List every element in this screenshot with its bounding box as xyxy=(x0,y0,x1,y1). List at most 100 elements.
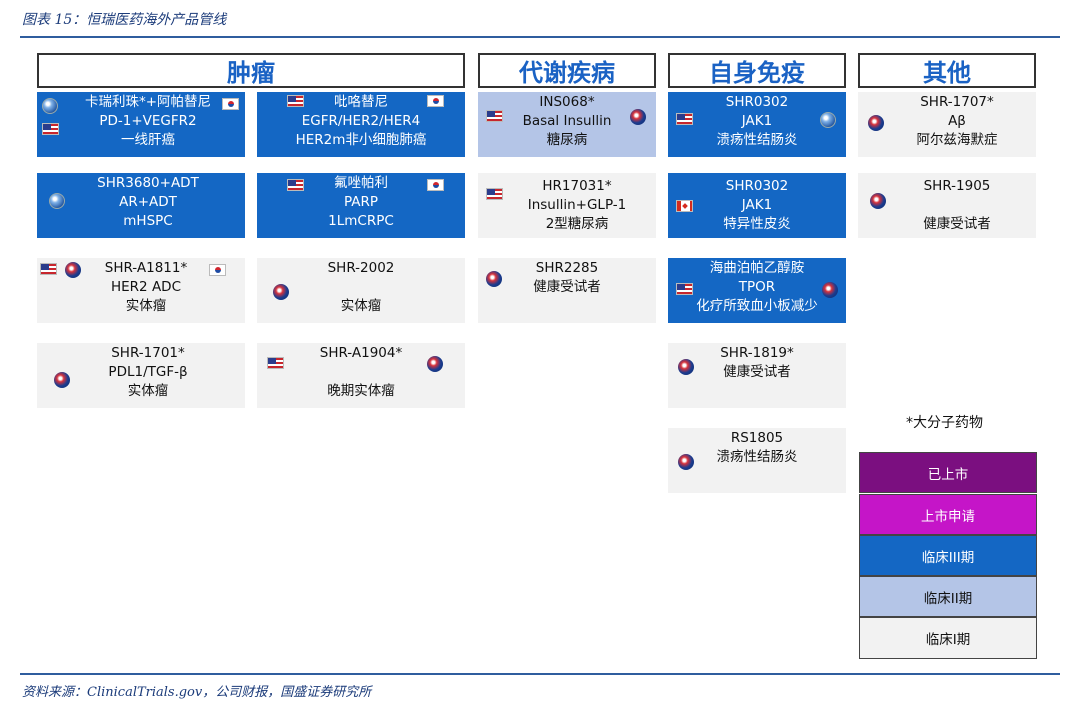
pipeline-card-shr-1701: SHR-1701* PDL1/TGF-β 实体瘤 xyxy=(37,343,245,408)
au-globe-icon xyxy=(868,115,884,131)
pipeline-card-hr17031: HR17031* Insullin+GLP-1 2型糖尿病 xyxy=(478,173,656,238)
drug-name: RS1805 xyxy=(730,430,784,446)
card-text: SHR-A1811* HER2 ADC 实体瘤 xyxy=(87,259,205,316)
drug-indication: 溃疡性结肠炎 xyxy=(716,449,798,465)
card-text: SHR-1701* PDL1/TGF-β 实体瘤 xyxy=(73,344,223,401)
au-globe-icon xyxy=(427,356,443,372)
drug-indication: 2型糖尿病 xyxy=(545,216,609,232)
kr-flag-icon xyxy=(209,264,226,276)
us-flag-icon xyxy=(486,110,503,122)
drug-name: SHR-1701* xyxy=(111,345,185,361)
header-oncology: 肿瘤 xyxy=(37,53,465,88)
drug-name: 卡瑞利珠*+阿帕替尼 xyxy=(84,94,212,110)
card-text: SHR2285 健康受试者 xyxy=(506,259,628,297)
card-text: 氟唑帕利 PARP 1LmCRPC xyxy=(267,174,455,231)
drug-indication: 特异性皮炎 xyxy=(723,216,791,232)
drug-indication: 1LmCRPC xyxy=(328,213,394,229)
card-text: SHR0302 JAK1 溃疡性结肠炎 xyxy=(694,93,820,150)
au-globe-icon xyxy=(486,271,502,287)
au-globe-icon xyxy=(678,359,694,375)
drug-target: PARP xyxy=(343,194,379,210)
pipeline-card-shr-1819: SHR-1819* 健康受试者 xyxy=(668,343,846,408)
us-flag-icon xyxy=(42,123,59,135)
drug-indication: 化疗所致血小板减少 xyxy=(696,298,818,314)
drug-target: PDL1/TGF-β xyxy=(108,364,188,380)
card-text: SHR-1819* 健康受试者 xyxy=(698,344,816,382)
drug-name: SHR-A1811* xyxy=(104,260,188,276)
au-globe-icon xyxy=(273,284,289,300)
card-text: SHR3680+ADT AR+ADT mHSPC xyxy=(73,174,223,231)
drug-name: SHR3680+ADT xyxy=(97,175,199,191)
drug-indication: 晚期实体瘤 xyxy=(327,383,395,399)
drug-target: JAK1 xyxy=(741,113,773,129)
drug-target: EGFR/HER2/HER4 xyxy=(301,113,421,129)
card-text: 海曲泊帕乙醇胺 TPOR 化疗所致血小板减少 xyxy=(682,259,832,316)
drug-target: AR+ADT xyxy=(119,194,177,210)
card-text: INS068* Basal Insullin 糖尿病 xyxy=(506,93,628,150)
drug-target: PD-1+VEGFR2 xyxy=(99,113,197,129)
drug-name: SHR-1905 xyxy=(923,178,991,194)
legend-phase1: 临床I期 xyxy=(859,617,1037,659)
blank-line xyxy=(267,363,455,382)
us-flag-icon xyxy=(486,188,503,200)
globe-icon xyxy=(49,193,65,209)
au-globe-icon xyxy=(65,262,81,278)
drug-name: SHR-1819* xyxy=(720,345,794,361)
card-text: HR17031* Insullin+GLP-1 2型糖尿病 xyxy=(502,177,652,234)
pipeline-card-hetrombopag: 海曲泊帕乙醇胺 TPOR 化疗所致血小板减少 xyxy=(668,258,846,323)
drug-name: 海曲泊帕乙醇胺 xyxy=(709,260,805,276)
pipeline-card-shr2285: SHR2285 健康受试者 xyxy=(478,258,656,323)
drug-indication: 实体瘤 xyxy=(127,383,169,399)
drug-name: SHR-A1904* xyxy=(319,345,403,361)
pipeline-card-shr-1707: SHR-1707* Aβ 阿尔兹海默症 xyxy=(858,92,1036,157)
blank-line xyxy=(267,278,455,297)
globe-icon xyxy=(820,112,836,128)
pipeline-card-shr-1905: SHR-1905 健康受试者 xyxy=(858,173,1036,238)
drug-indication: HER2m非小细胞肺癌 xyxy=(295,132,427,148)
kr-flag-icon xyxy=(427,179,444,191)
drug-name: SHR-2002 xyxy=(327,260,395,276)
drug-indication: 实体瘤 xyxy=(340,298,382,314)
pipeline-card-rs1805: RS1805 溃疡性结肠炎 xyxy=(668,428,846,493)
card-text: SHR-A1904* 晚期实体瘤 xyxy=(267,344,455,401)
au-globe-icon xyxy=(822,282,838,298)
drug-name: INS068* xyxy=(539,94,595,110)
drug-name: HR17031* xyxy=(542,178,612,194)
drug-name: SHR-1707* xyxy=(920,94,994,110)
us-flag-icon xyxy=(287,179,304,191)
card-text: SHR0302 JAK1 特异性皮炎 xyxy=(694,177,820,234)
us-flag-icon xyxy=(267,357,284,369)
drug-target: JAK1 xyxy=(741,197,773,213)
drug-name: SHR2285 xyxy=(535,260,599,276)
legend-phase3: 临床III期 xyxy=(859,535,1037,576)
pipeline-card-shr-a1904: SHR-A1904* 晚期实体瘤 xyxy=(257,343,465,408)
drug-target: Insullin+GLP-1 xyxy=(527,197,627,213)
us-flag-icon xyxy=(676,113,693,125)
drug-name: SHR0302 xyxy=(725,94,789,110)
header-metabolic: 代谢疾病 xyxy=(478,53,656,88)
drug-indication: 健康受试者 xyxy=(533,279,601,295)
drug-name: 氟唑帕利 xyxy=(334,175,388,191)
globe-icon xyxy=(42,98,58,114)
drug-name: 吡咯替尼 xyxy=(334,94,388,110)
macromolecule-note: *大分子药物 xyxy=(906,415,983,431)
kr-flag-icon xyxy=(427,95,444,107)
ca-flag-icon xyxy=(676,200,693,212)
drug-target: Basal Insullin xyxy=(522,113,612,129)
card-text: 吡咯替尼 EGFR/HER2/HER4 HER2m非小细胞肺癌 xyxy=(267,93,455,150)
figure-title: 图表 15：恒瑞医药海外产品管线 xyxy=(22,12,227,28)
drug-indication: 溃疡性结肠炎 xyxy=(716,132,798,148)
blank-line xyxy=(888,196,1026,215)
drug-indication: 实体瘤 xyxy=(125,298,167,314)
card-text: SHR-1905 健康受试者 xyxy=(888,177,1026,234)
pipeline-card-pyrotinib: 吡咯替尼 EGFR/HER2/HER4 HER2m非小细胞肺癌 xyxy=(257,92,465,157)
au-globe-icon xyxy=(678,454,694,470)
drug-indication: 阿尔兹海默症 xyxy=(916,132,998,148)
header-immune: 自身免疫 xyxy=(668,53,846,88)
drug-indication: 健康受试者 xyxy=(923,216,991,232)
drug-indication: mHSPC xyxy=(123,213,173,229)
pipeline-card-shr-a1811: SHR-A1811* HER2 ADC 实体瘤 xyxy=(37,258,245,323)
pipeline-card-camrelizumab-apatinib: 卡瑞利珠*+阿帕替尼 PD-1+VEGFR2 一线肝癌 xyxy=(37,92,245,157)
drug-indication: 健康受试者 xyxy=(723,364,791,380)
card-text: 卡瑞利珠*+阿帕替尼 PD-1+VEGFR2 一线肝癌 xyxy=(73,93,223,150)
